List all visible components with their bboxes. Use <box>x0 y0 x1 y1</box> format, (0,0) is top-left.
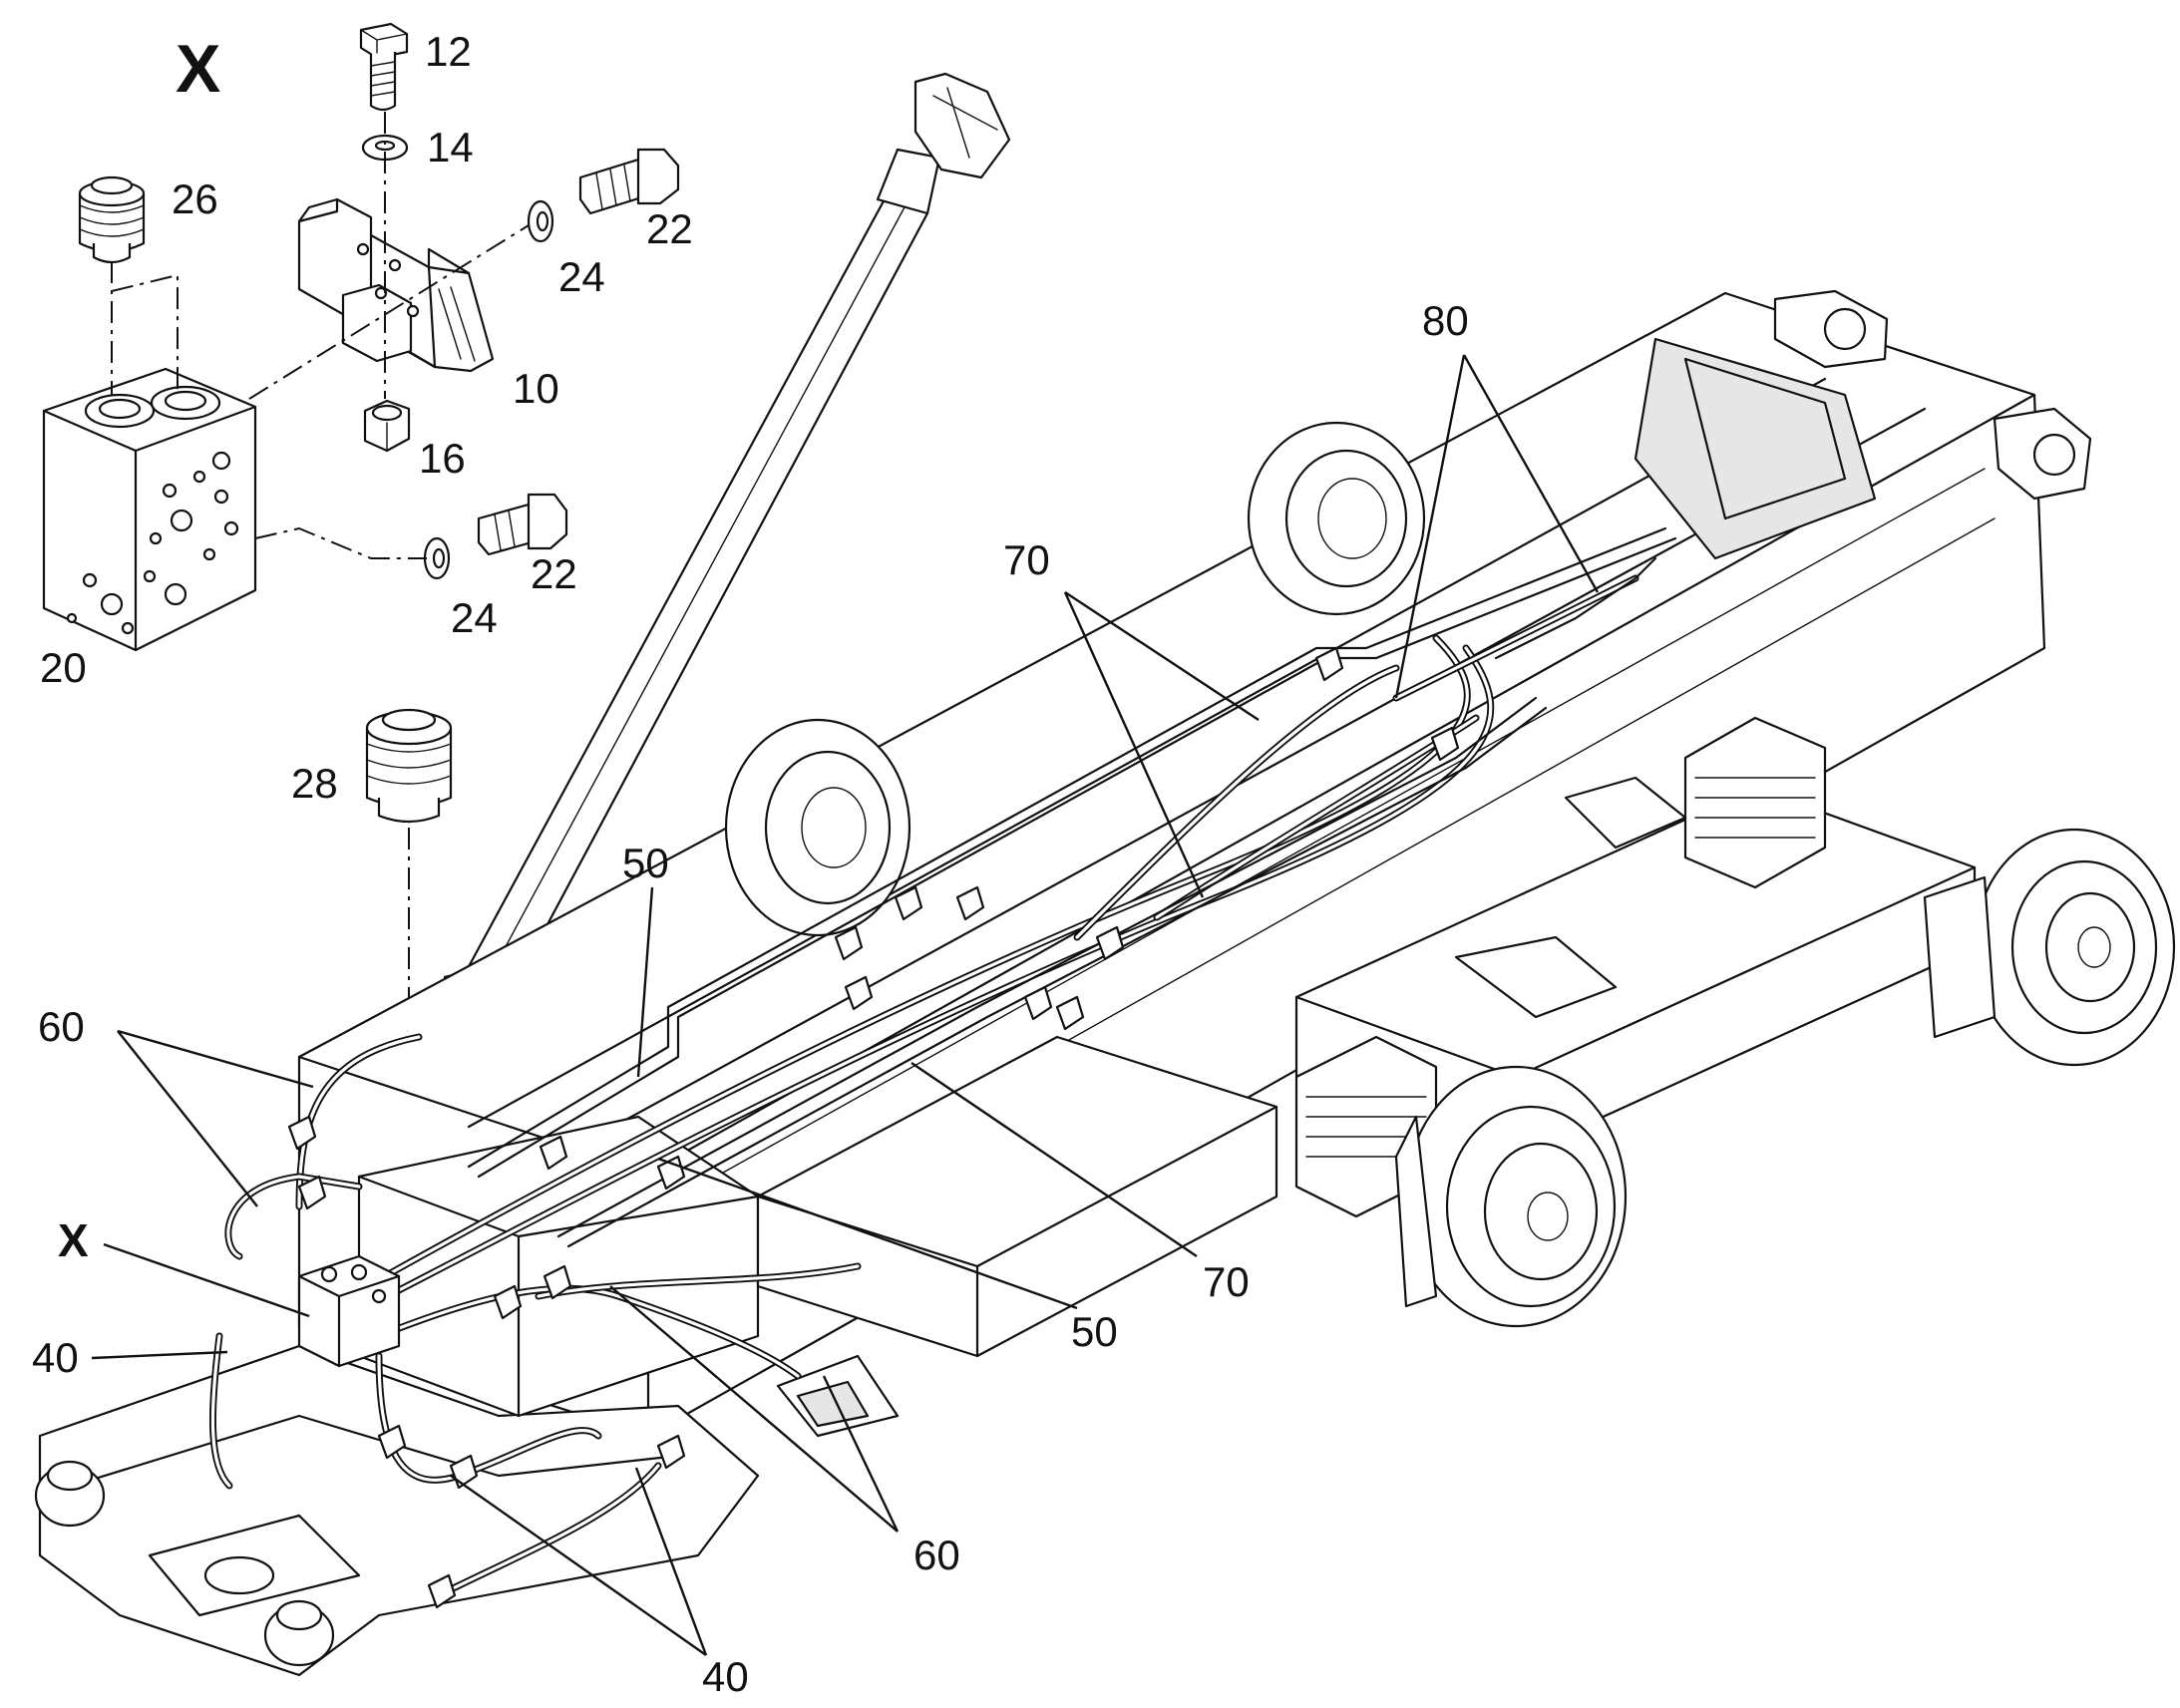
valve-block-20 <box>42 367 257 652</box>
hose-70-long <box>345 634 1495 1320</box>
hose-clamps <box>287 646 1460 1609</box>
bolt-12 <box>359 22 409 112</box>
callout-50-lower: 50 <box>1071 1308 1118 1355</box>
callout-24-top: 24 <box>558 253 605 300</box>
leader-lines <box>91 354 1600 1656</box>
nut-16 <box>363 399 411 453</box>
bolt-22-bottom <box>477 493 568 556</box>
valve-block-x-installed <box>297 1254 401 1368</box>
callout-60-lower: 60 <box>913 1532 960 1578</box>
callout-10: 10 <box>513 365 559 412</box>
bracket-10 <box>297 197 495 373</box>
rear-suspension <box>1294 716 1977 1218</box>
fitting-26 <box>78 175 146 264</box>
callout-60-upper: 60 <box>38 1003 85 1050</box>
wheel-hub-front-right <box>1394 1065 1628 1328</box>
callout-22-top: 22 <box>646 205 693 252</box>
callout-40-bottom: 40 <box>702 1653 749 1700</box>
callout-14: 14 <box>427 124 474 171</box>
callout-20: 20 <box>40 644 87 691</box>
washer-24-top <box>527 199 554 243</box>
callout-40-left: 40 <box>32 1334 79 1381</box>
main-detail-marker-x: X <box>58 1214 89 1266</box>
callout-22-bottom: 22 <box>531 550 577 597</box>
callout-50-upper: 50 <box>622 840 669 886</box>
hose-80 <box>1392 556 1657 702</box>
callout-80: 80 <box>1422 297 1469 344</box>
callout-24-bottom: 24 <box>451 594 498 641</box>
washer-24-bottom <box>423 536 451 580</box>
callout-70-lower: 70 <box>1203 1258 1250 1305</box>
fitting-28 <box>365 708 453 824</box>
wheel-hub-middle-left <box>724 718 911 937</box>
callout-labels: X 12 14 26 22 24 10 16 22 24 20 28 80 70… <box>32 28 1469 1700</box>
center-cross-member <box>756 1035 1278 1438</box>
wheel-hub-rear-upper-left <box>1247 421 1426 616</box>
callout-12: 12 <box>425 28 472 75</box>
callout-28: 28 <box>291 760 338 807</box>
callout-16: 16 <box>419 435 466 482</box>
hose-60 <box>224 1033 862 1380</box>
detail-title-x: X <box>176 31 220 107</box>
callout-26: 26 <box>172 175 218 222</box>
detail-x-group <box>42 22 680 1286</box>
callout-70-upper: 70 <box>1003 536 1050 583</box>
wheel-hub-rear-right <box>1923 828 2176 1067</box>
hose-50-pipes <box>467 526 1677 1248</box>
bolt-22-top <box>578 148 680 215</box>
hydraulic-hoses <box>208 526 1677 1609</box>
